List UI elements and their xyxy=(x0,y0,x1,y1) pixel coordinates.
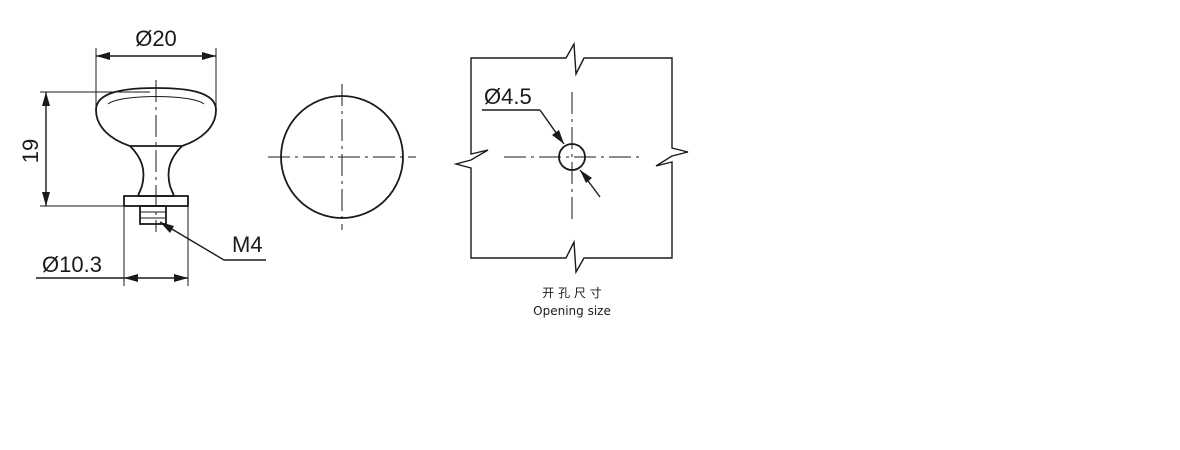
label-knob-diameter: Ø20 xyxy=(135,26,177,51)
label-base-diameter: Ø10.3 xyxy=(42,252,102,277)
dimension-knob-diameter: Ø20 xyxy=(95,26,217,110)
label-knob-height: 19 xyxy=(18,139,43,163)
knob-side-view xyxy=(95,80,217,232)
label-thread: M4 xyxy=(232,232,263,257)
opening-size-view: Ø4.5 xyxy=(453,41,689,275)
dimension-knob-height: 19 xyxy=(18,91,150,207)
caption-english: Opening size xyxy=(533,304,611,318)
knob-thread-stud xyxy=(139,205,167,225)
thread-callout: M4 xyxy=(159,221,266,261)
panel-outline xyxy=(453,41,689,275)
dimension-base-diameter: Ø10.3 xyxy=(36,206,189,286)
knob-top-view xyxy=(268,84,416,230)
label-hole-diameter: Ø4.5 xyxy=(484,84,532,109)
caption-chinese: 开 孔 尺 寸 xyxy=(542,286,601,300)
mounting-hole xyxy=(558,143,586,171)
